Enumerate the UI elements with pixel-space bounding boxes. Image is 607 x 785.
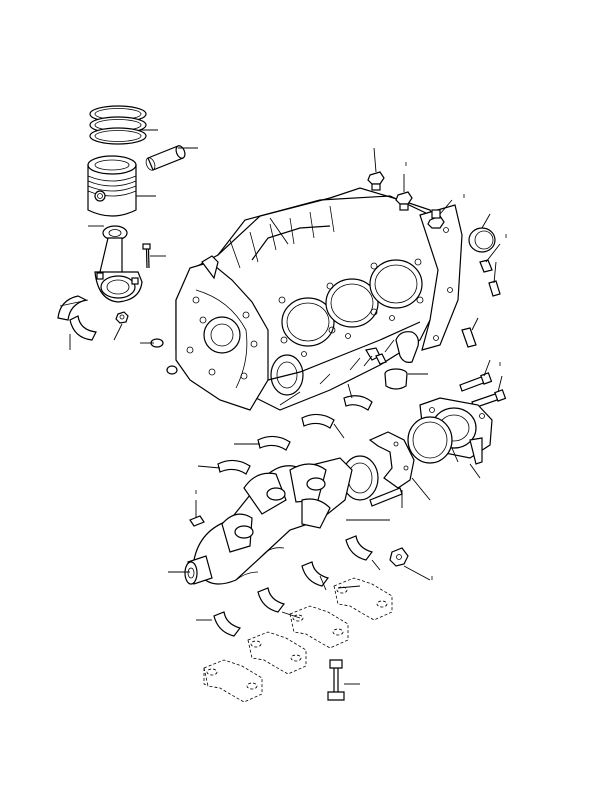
cam-bushing (384, 368, 408, 390)
piston-pin (145, 145, 186, 171)
piston (87, 155, 137, 217)
piston-rings (89, 105, 147, 145)
rod-nut (115, 311, 129, 324)
main-cap-1 (203, 659, 263, 703)
crank-nut (389, 547, 409, 567)
expansion-plug (468, 227, 496, 253)
main-cap-5 (333, 577, 393, 621)
cylinder-block (175, 187, 463, 411)
plug-3 (427, 209, 445, 229)
rod-bolt (142, 243, 151, 269)
main-cap-3 (247, 631, 307, 675)
main-cap-4 (289, 605, 349, 649)
woodruff-key (189, 515, 205, 527)
rod-bearing-shells (57, 295, 97, 341)
main-cap-bolt (327, 659, 345, 701)
plug-1 (367, 171, 385, 191)
plug-2 (395, 191, 413, 211)
fitting (365, 347, 387, 365)
rear-seal-ring (407, 416, 453, 464)
left-plug (150, 338, 178, 375)
callout-ticks (195, 162, 507, 580)
leader-lines (69, 129, 503, 685)
connecting-rod (94, 225, 143, 303)
main-bearing-caps (203, 577, 393, 703)
crankshaft (184, 455, 379, 585)
dowel-pins (461, 259, 501, 348)
upper-main-bearings (217, 395, 373, 475)
thrust-gasket (368, 431, 415, 489)
